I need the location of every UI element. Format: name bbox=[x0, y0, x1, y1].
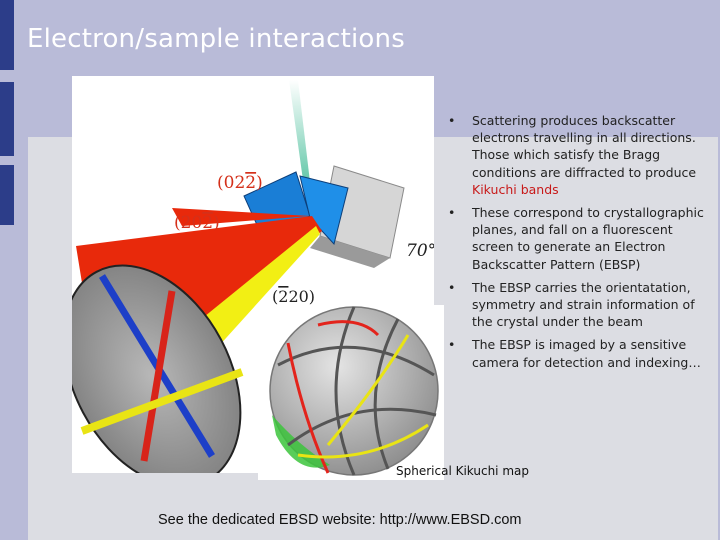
ebsd-diagram: (022) (202) (220) 70° bbox=[62, 76, 436, 488]
bullet-item: • The EBSP carries the orientatation, sy… bbox=[448, 279, 713, 331]
bullet-dot: • bbox=[448, 279, 456, 295]
bullet-text: The EBSP carries the orientatation, symm… bbox=[472, 279, 695, 330]
kikuchi-highlight: Kikuchi bands bbox=[472, 181, 559, 197]
crystal-cube-right bbox=[299, 175, 349, 246]
title-bar: Electron/sample interactions bbox=[0, 0, 720, 75]
bullet-dot: • bbox=[448, 205, 456, 221]
sphere-arc-yellow bbox=[326, 334, 410, 446]
plane-label-220: (220) bbox=[272, 287, 315, 306]
bullet-text: Scattering produces backscatter electron… bbox=[472, 113, 697, 180]
sample-block-side bbox=[310, 236, 390, 268]
sphere-arc-red bbox=[286, 342, 330, 474]
sphere-arc-grey-1 bbox=[277, 345, 435, 377]
kikuchi-band-yellow bbox=[80, 368, 244, 435]
bullet-item: • These correspond to crystallographic p… bbox=[448, 204, 713, 273]
left-accent-bar-2 bbox=[0, 82, 14, 156]
bullet-dot: • bbox=[448, 337, 456, 353]
sphere-svg bbox=[269, 306, 439, 476]
left-accent-bar-1 bbox=[0, 0, 14, 70]
sphere-arc-grey-4 bbox=[373, 318, 400, 470]
bullet-list: • Scattering produces backscatter electr… bbox=[448, 112, 713, 371]
footer-link-text[interactable]: See the dedicated EBSD website: http://w… bbox=[158, 512, 522, 528]
bullet-item: • Scattering produces backscatter electr… bbox=[448, 112, 713, 198]
left-accent-bar-3 bbox=[0, 165, 14, 225]
ebsd-diagram-svg: (022) (202) (220) 70° bbox=[62, 80, 436, 488]
red-cone-upper bbox=[172, 208, 310, 226]
bullet-text: The EBSP is imaged by a sensitive camera… bbox=[472, 337, 701, 370]
sphere-arc-red-2 bbox=[317, 320, 380, 337]
bullet-item: • The EBSP is imaged by a sensitive came… bbox=[448, 336, 713, 370]
spherical-kikuchi-map bbox=[258, 305, 444, 480]
sphere-arc-yellow-2 bbox=[297, 423, 429, 459]
slide-title: Electron/sample interactions bbox=[27, 24, 405, 54]
bullet-text: These correspond to crystallographic pla… bbox=[472, 205, 704, 272]
sphere-caption: Spherical Kikuchi map bbox=[396, 464, 529, 478]
tilt-angle-label: 70° bbox=[406, 241, 434, 261]
bullet-dot: • bbox=[448, 113, 456, 128]
plane-label-202: (202) bbox=[174, 213, 220, 233]
plane-label-022: (022) bbox=[217, 173, 263, 193]
kikuchi-band-red bbox=[140, 290, 176, 462]
sphere-arc-grey-2 bbox=[287, 407, 437, 447]
